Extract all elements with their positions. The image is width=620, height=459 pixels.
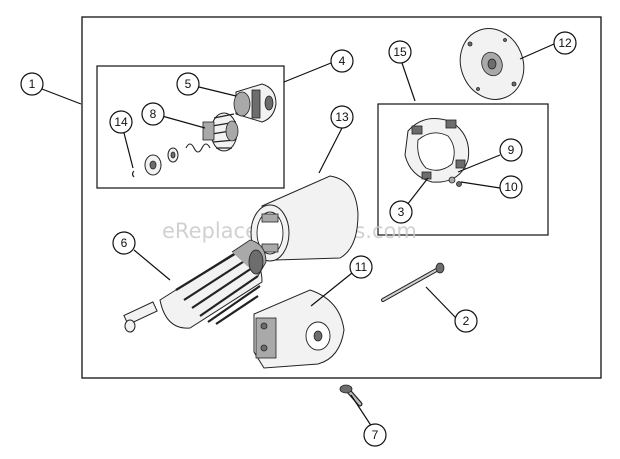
screw-part <box>339 384 363 407</box>
callout-label-10: 10 <box>504 180 518 194</box>
callout-13: 13 <box>330 105 354 129</box>
callout-11: 11 <box>349 255 373 279</box>
assembly-frame <box>81 16 602 379</box>
drive-subassembly-frame <box>96 65 285 189</box>
callout-label-11: 11 <box>355 260 368 274</box>
leader-lines <box>41 43 555 428</box>
end-plate-part <box>459 28 525 100</box>
callout-9: 9 <box>499 138 523 162</box>
callout-label-9: 9 <box>508 143 515 157</box>
brush-subassembly-frame <box>377 103 549 236</box>
callout-12: 12 <box>553 31 577 55</box>
callout-8: 8 <box>141 102 165 126</box>
callout-label-14: 14 <box>114 115 128 129</box>
callout-5: 5 <box>176 72 200 96</box>
pinion-gear-part <box>202 112 239 152</box>
callout-6: 6 <box>112 231 136 255</box>
drive-end-housing-part <box>253 289 345 369</box>
callout-label-3: 3 <box>398 205 405 219</box>
callout-label-13: 13 <box>335 110 349 124</box>
callout-10: 10 <box>499 175 523 199</box>
callout-15: 15 <box>388 40 412 64</box>
callout-1: 1 <box>20 72 44 96</box>
callout-2: 2 <box>454 309 478 333</box>
brush-holder-part <box>404 118 470 187</box>
callout-4: 4 <box>330 49 354 73</box>
callout-14: 14 <box>109 110 133 134</box>
callout-label-12: 12 <box>558 36 572 50</box>
spring-clip-part <box>131 143 211 178</box>
callout-label-4: 4 <box>339 54 346 68</box>
callout-label-7: 7 <box>372 428 379 442</box>
field-frame-part <box>250 175 359 262</box>
callout-label-5: 5 <box>185 77 192 91</box>
armature-part <box>123 239 267 333</box>
callout-label-2: 2 <box>463 314 470 328</box>
through-bolt-part <box>381 262 445 302</box>
drive-assembly-part <box>233 83 277 123</box>
callout-label-1: 1 <box>29 77 36 91</box>
callout-7: 7 <box>363 423 387 447</box>
callout-label-6: 6 <box>121 236 128 250</box>
callout-label-15: 15 <box>393 45 407 59</box>
callout-label-8: 8 <box>150 107 157 121</box>
callout-3: 3 <box>389 200 413 224</box>
